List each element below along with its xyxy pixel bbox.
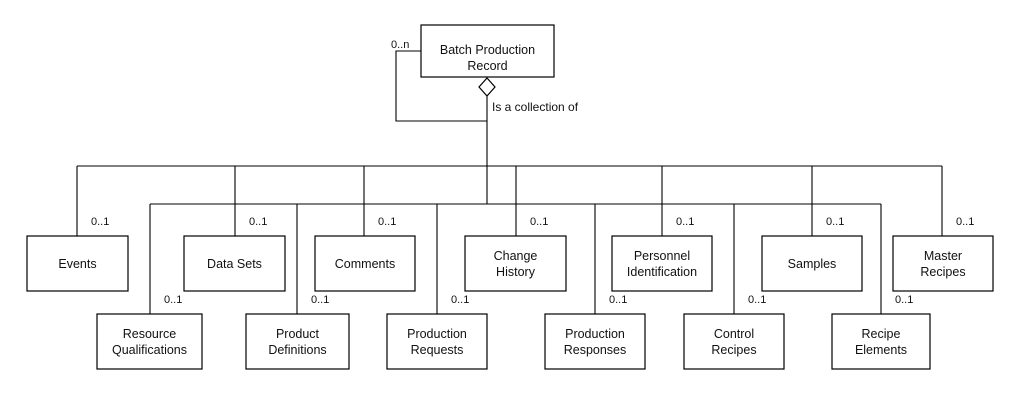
box-resource-qualifications (96, 313, 203, 370)
label-comments-line-1: Comments (335, 257, 395, 271)
root-node: Batch Production Record (420, 24, 555, 78)
multiplicity-master-recipes: 0..1 (956, 216, 974, 228)
label-data-sets-line-1: Data Sets (207, 257, 262, 271)
relation-label: Is a collection of (492, 100, 579, 114)
box-production-requests (386, 313, 488, 370)
box-samples (761, 235, 863, 292)
box-control-recipes (683, 313, 785, 370)
multiplicity-production-responses: 0..1 (609, 294, 627, 306)
multiplicity-change-history: 0..1 (530, 216, 548, 228)
label-production-responses-line-1: Production (565, 327, 625, 341)
box-personnel-identification (611, 235, 713, 292)
label-recipe-elements-line-1: Recipe (862, 327, 901, 341)
label-events-line-1: Events (58, 257, 96, 271)
label-change-history-line-2: History (496, 265, 536, 279)
child-nodes: Events0..1ResourceQualifications0..1Data… (26, 166, 994, 370)
label-production-requests-line-2: Requests (411, 343, 464, 357)
root-label-line-1: Batch Production (440, 43, 535, 57)
box-comments (314, 235, 416, 292)
root-label-line-2: Record (467, 59, 507, 73)
label-production-responses-line-2: Responses (564, 343, 627, 357)
label-master-recipes-line-1: Master (924, 249, 962, 263)
label-master-recipes-line-2: Recipes (920, 265, 965, 279)
label-production-requests-line-1: Production (407, 327, 467, 341)
multiplicity-production-requests: 0..1 (451, 294, 469, 306)
multiplicity-control-recipes: 0..1 (748, 294, 766, 306)
label-control-recipes-line-1: Control (714, 327, 754, 341)
node-data-sets: Data Sets 0..1 (183, 166, 286, 292)
box-product-definitions (245, 313, 350, 370)
node-samples: Samples 0..1 (761, 166, 863, 292)
label-personnel-identification-line-2: Identification (627, 265, 697, 279)
multiplicity-personnel-identification: 0..1 (676, 216, 694, 228)
aggregation-diamond-icon (478, 77, 496, 97)
label-product-definitions-line-2: Definitions (268, 343, 326, 357)
box-production-responses (544, 313, 646, 370)
label-samples-line-1: Samples (788, 257, 837, 271)
multiplicity-recipe-elements: 0..1 (895, 294, 913, 306)
box-data-sets (183, 235, 286, 292)
multiplicity-product-definitions: 0..1 (311, 294, 329, 306)
self-association-line (395, 50, 487, 122)
label-resource-qualifications-line-1: Resource (123, 327, 177, 341)
box-master-recipes (892, 235, 994, 292)
root-box (420, 24, 555, 78)
label-product-definitions-line-1: Product (276, 327, 320, 341)
box-events (26, 235, 129, 292)
label-personnel-identification-line-1: Personnel (634, 249, 690, 263)
multiplicity-data-sets: 0..1 (249, 216, 267, 228)
label-recipe-elements-line-2: Elements (855, 343, 907, 357)
label-resource-qualifications-line-2: Qualifications (112, 343, 187, 357)
node-comments: Comments 0..1 (314, 166, 416, 292)
label-control-recipes-line-2: Recipes (711, 343, 756, 357)
box-change-history (464, 235, 567, 292)
node-events: Events 0..1 (26, 166, 129, 292)
multiplicity-resource-qualifications: 0..1 (164, 294, 182, 306)
label-change-history-line-1: Change (494, 249, 538, 263)
multiplicity-events: 0..1 (91, 216, 109, 228)
box-recipe-elements (831, 313, 931, 370)
multiplicity-comments: 0..1 (378, 216, 396, 228)
root-multiplicity: 0..n (391, 39, 409, 51)
multiplicity-samples: 0..1 (826, 216, 844, 228)
